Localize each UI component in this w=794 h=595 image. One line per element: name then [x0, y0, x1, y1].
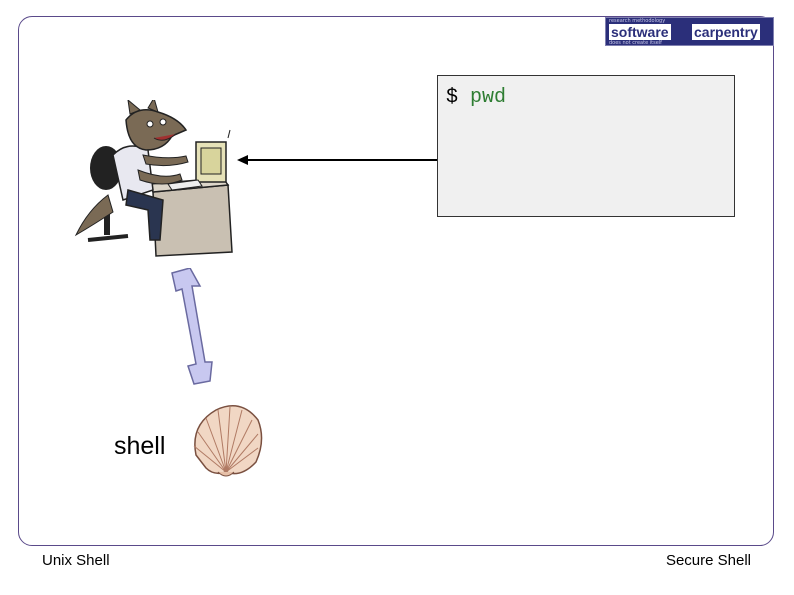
logo-word-software: software — [609, 24, 671, 40]
user-at-computer-illustration — [68, 100, 238, 260]
logo-tagline-bottom: does not create itself — [609, 40, 662, 46]
seashell-icon — [186, 400, 266, 480]
logo-word-carpentry: carpentry — [692, 24, 760, 40]
command-text: pwd — [470, 86, 506, 109]
terminal-window: $ pwd — [437, 75, 735, 217]
footer-right-title: Secure Shell — [666, 552, 751, 569]
double-arrow — [160, 268, 240, 388]
shell-label: shell — [114, 432, 165, 461]
software-carpentry-logo: research methodology software carpentry … — [605, 17, 774, 46]
shell-prompt: $ — [446, 86, 458, 109]
footer-left-title: Unix Shell — [42, 552, 110, 569]
